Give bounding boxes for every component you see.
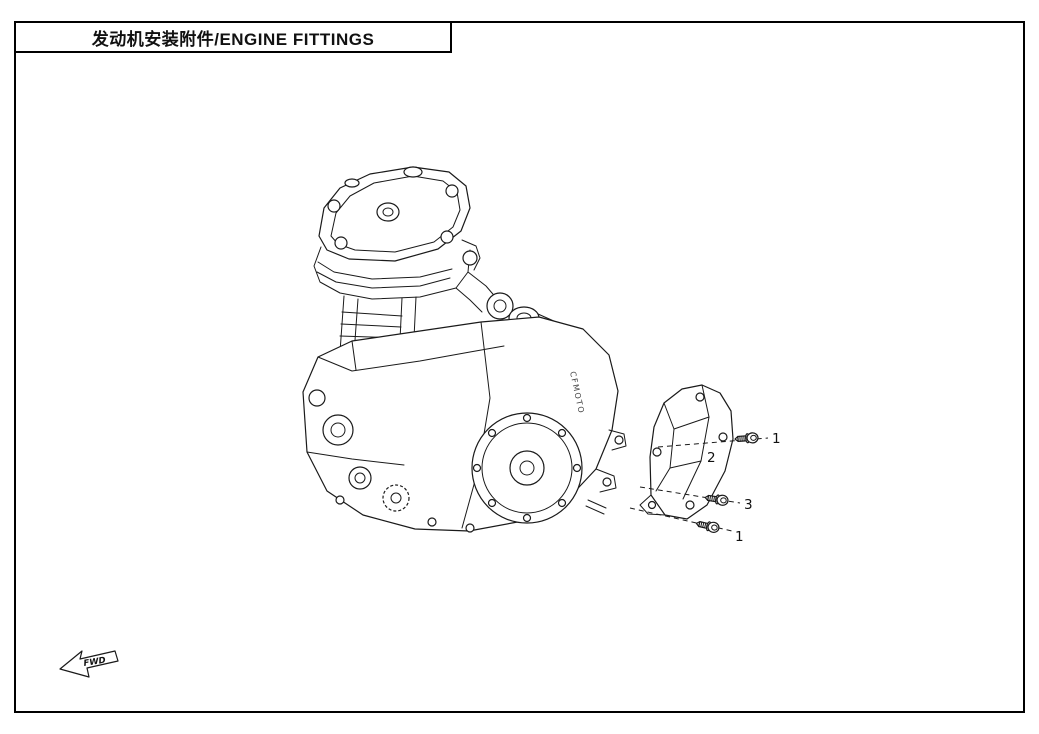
bolt-icon-middle (704, 494, 729, 506)
fwd-arrow: FWD (59, 650, 119, 678)
bolt-icon-top (734, 432, 759, 444)
callout-label-1-top: 1 (772, 431, 781, 447)
valve-cover (318, 166, 471, 262)
bolt-icon-bottom (695, 521, 720, 533)
page-title: 发动机安装附件/ENGINE FITTINGS (91, 29, 375, 49)
callout-label-3: 3 (744, 497, 753, 513)
bracket-part (639, 384, 734, 520)
cylinder-head (313, 239, 481, 300)
fwd-label: FWD (83, 656, 107, 669)
mounting-bosses (585, 429, 627, 515)
engine-illustration: CFMOTO (302, 166, 627, 533)
title-box: 发动机安装附件/ENGINE FITTINGS (14, 21, 452, 53)
left-case-details (308, 389, 475, 533)
clutch-cover: CFMOTO (471, 371, 586, 524)
callout-label-1-bottom: 1 (735, 529, 744, 545)
callout-label-2: 2 (707, 450, 716, 466)
